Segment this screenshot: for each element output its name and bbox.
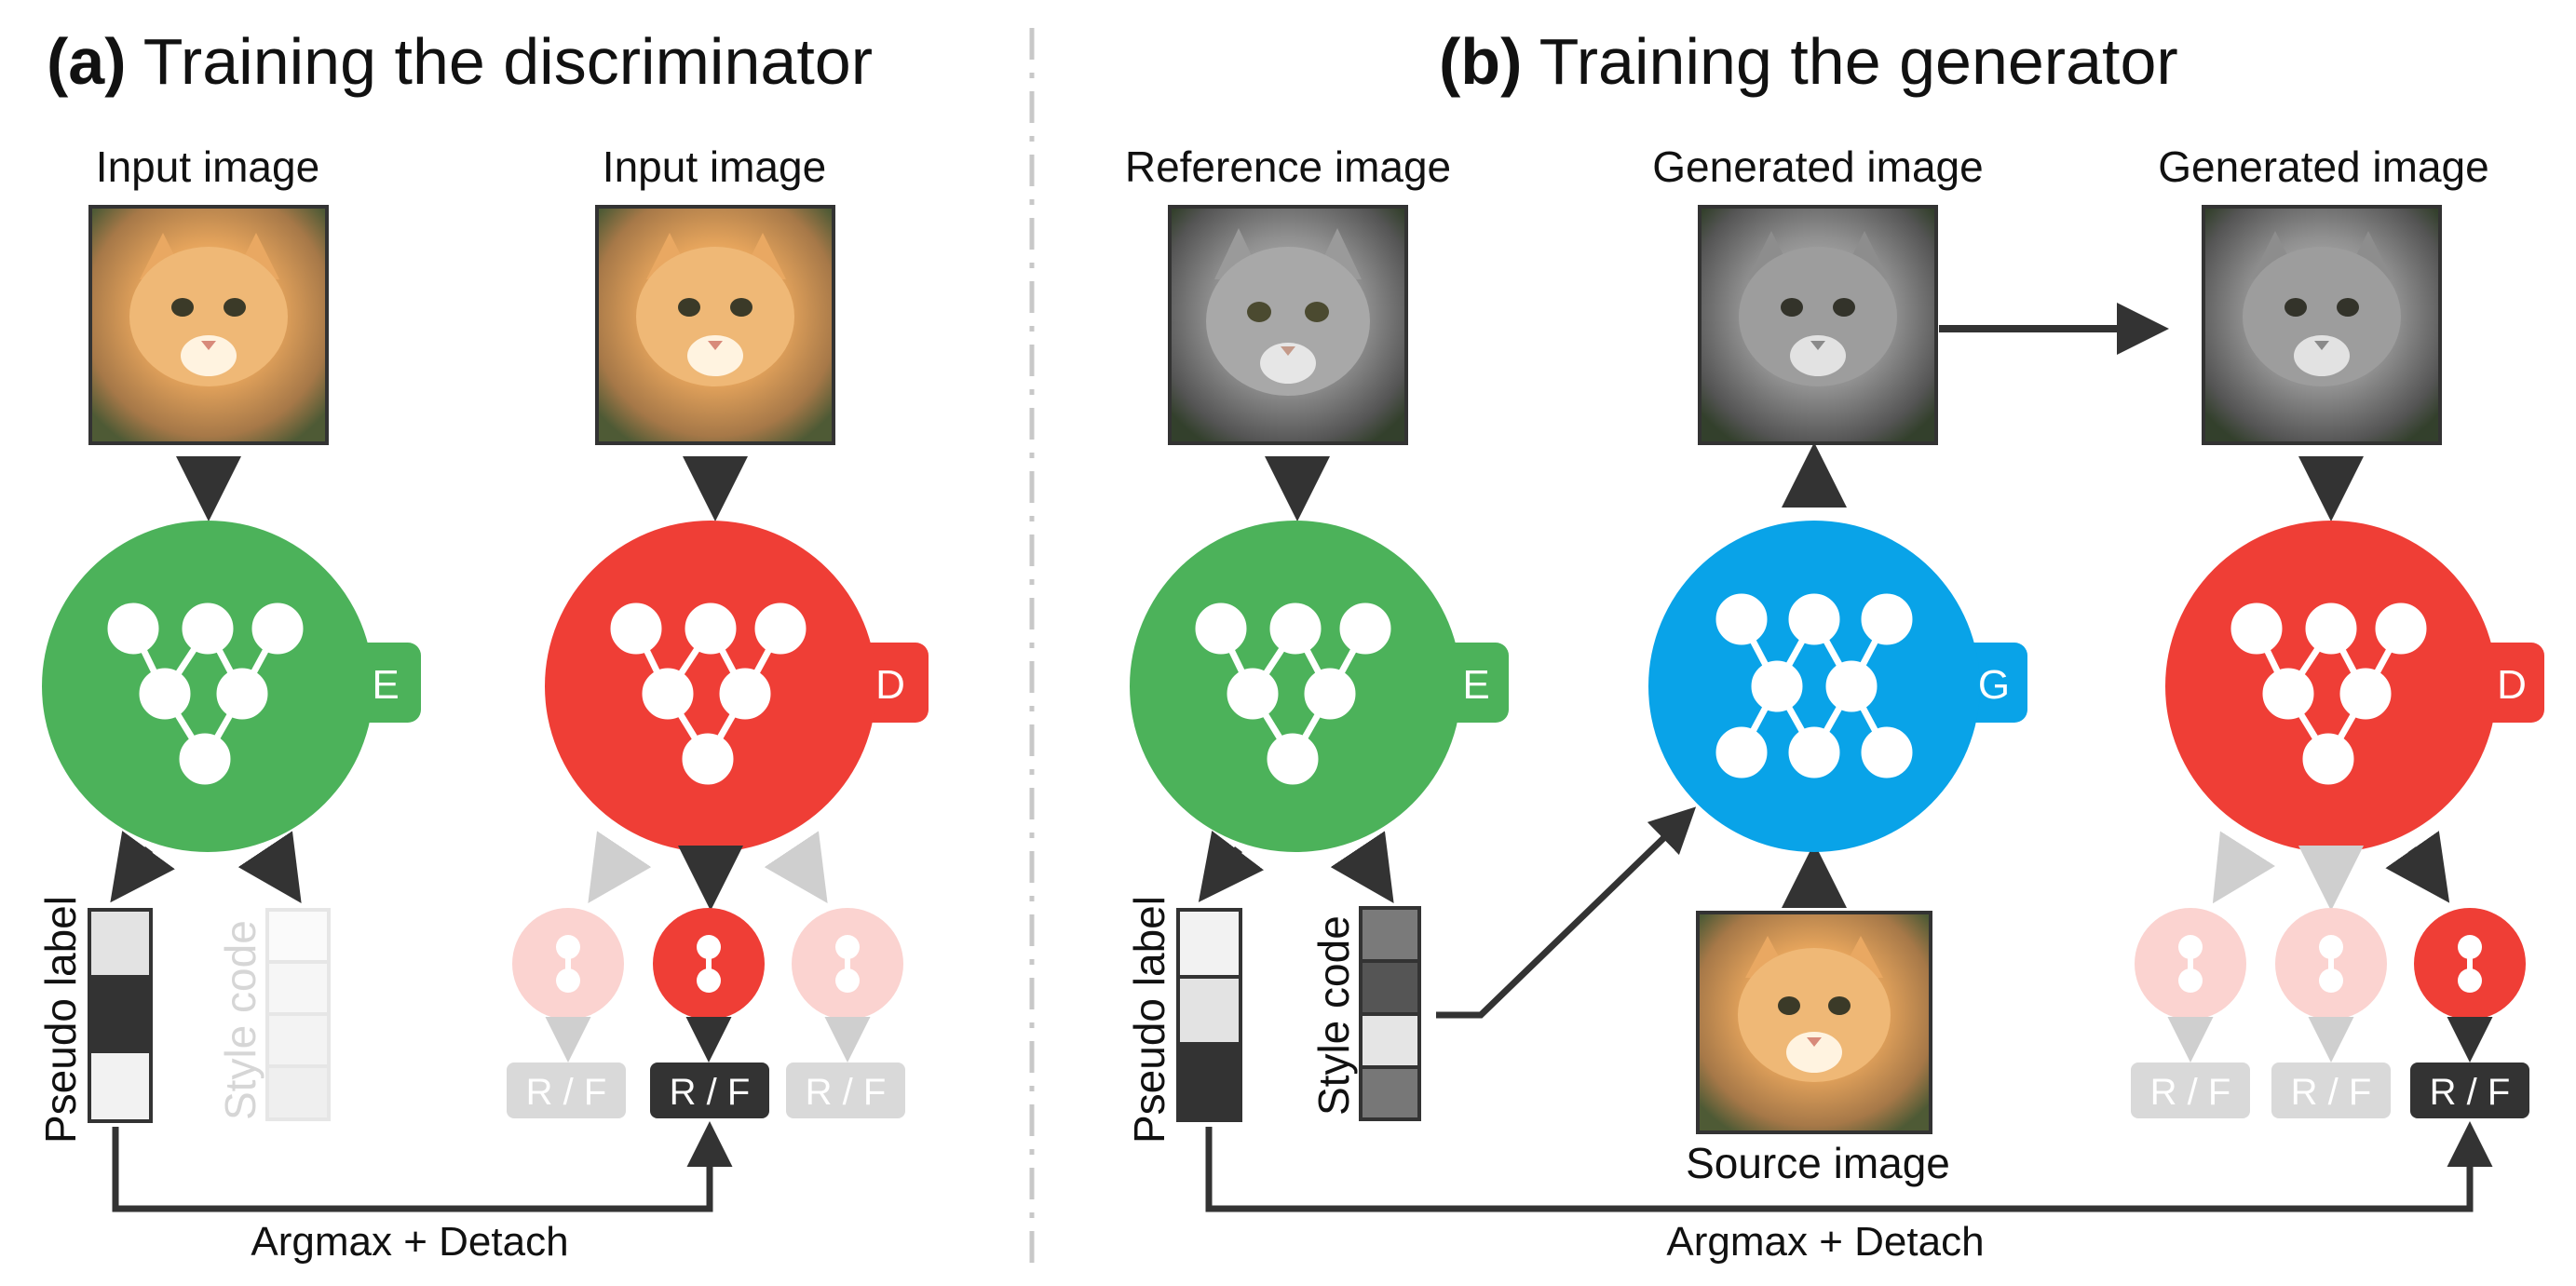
- encoder-network-b: E: [1130, 521, 1509, 852]
- source-image-label: Source image: [1686, 1139, 1950, 1187]
- input-image-label-2: Input image: [602, 142, 827, 191]
- neural-network-icon: [1715, 593, 1913, 778]
- rf-box-left-faded: R / F: [2131, 1063, 2250, 1118]
- generated-image-label-1: Generated image: [1652, 142, 1984, 191]
- arrow-head-left-faded: [2212, 831, 2276, 904]
- panel-a-title-text: Training the discriminator: [142, 25, 874, 98]
- argmax-detach-label-a: Argmax + Detach: [251, 1219, 569, 1265]
- rf-box-center-active: R / F: [650, 1063, 769, 1118]
- arrow-encoder-to-pseudo-label: [110, 831, 175, 903]
- arrow-head-right: [2385, 831, 2450, 903]
- neural-network-icon: [1195, 602, 1391, 785]
- reference-image-label: Reference image: [1124, 142, 1452, 191]
- rf-box-right-faded: R / F: [786, 1063, 905, 1118]
- neural-network-icon: [2230, 602, 2427, 785]
- rf-box-left-faded: R / F: [507, 1063, 626, 1118]
- discriminator-tag: D: [2497, 662, 2527, 708]
- head-right-faded: [792, 908, 903, 1020]
- style-code-label-a: Style code: [216, 920, 264, 1120]
- encoder-tag: E: [372, 662, 399, 708]
- panel-a-tag: (a): [47, 25, 127, 98]
- head-center-faded: [2275, 908, 2387, 1020]
- rf-box-center-faded: R / F: [2271, 1063, 2391, 1118]
- discriminator-network-b: D: [2165, 521, 2544, 852]
- arrow-encoder-to-style-code-b: [1330, 831, 1394, 903]
- generator-network: G: [1648, 521, 2027, 852]
- input-image-2: [595, 205, 835, 445]
- cat-face-icon: [1738, 936, 1891, 1082]
- source-image: [1696, 911, 1932, 1134]
- pseudo-label-label-a: Pseudo label: [36, 896, 85, 1144]
- generated-image-2: [2202, 205, 2442, 445]
- panel-b-title: (b) Training the generator: [1439, 24, 2178, 99]
- rf-label: R / F: [806, 1072, 887, 1113]
- rf-label: R / F: [2150, 1072, 2231, 1113]
- pseudo-label-vector-a: [88, 908, 153, 1123]
- head-right-active: [2414, 908, 2526, 1020]
- pseudo-label-vector-b: [1176, 908, 1242, 1122]
- cat-face-icon: [636, 233, 794, 386]
- arrow-style-code-to-generator: [1436, 806, 1697, 1019]
- rf-label: R / F: [670, 1072, 751, 1113]
- rf-label: R / F: [2291, 1072, 2372, 1113]
- reference-image: [1168, 205, 1408, 445]
- head-center-active: [653, 908, 765, 1020]
- rf-label: R / F: [526, 1072, 607, 1113]
- argmax-connector-b: [1205, 1121, 2493, 1212]
- pseudo-label-label-b: Pseudo label: [1125, 896, 1173, 1144]
- cat-face-icon: [1206, 228, 1370, 396]
- cat-face-icon: [1739, 231, 1897, 386]
- arrow-encoder-to-style-code: [237, 831, 302, 903]
- argmax-detach-label-b: Argmax + Detach: [1666, 1219, 1985, 1265]
- style-code-vector-b: [1359, 906, 1421, 1121]
- encoder-tag: E: [1462, 662, 1489, 708]
- rf-box-right-active: R / F: [2410, 1063, 2529, 1118]
- arrow-head-right-faded: [764, 831, 828, 903]
- cat-face-icon: [129, 233, 288, 386]
- panel-b-title-text: Training the generator: [1539, 25, 2178, 98]
- head-left-faded: [2135, 908, 2246, 1020]
- discriminator-network-a: D: [545, 521, 929, 852]
- generated-image-label-2: Generated image: [2158, 142, 2489, 191]
- cat-face-icon: [2243, 231, 2401, 386]
- encoder-network-a: E: [42, 521, 421, 852]
- input-image-1: [88, 205, 329, 445]
- discriminator-tag: D: [875, 662, 905, 708]
- generator-tag: G: [1978, 662, 2010, 708]
- arrow-encoder-to-pseudo-label-b: [1198, 830, 1265, 902]
- arrow-head-left-faded: [588, 831, 652, 903]
- style-code-label-b: Style code: [1309, 915, 1358, 1116]
- neural-network-icon: [610, 602, 807, 785]
- panel-a-title: (a) Training the discriminator: [47, 24, 873, 99]
- style-code-vector-a-faded: [265, 908, 331, 1121]
- input-image-label-1: Input image: [95, 142, 320, 191]
- rf-label: R / F: [2430, 1072, 2511, 1113]
- panel-b-tag: (b): [1439, 25, 1523, 98]
- generated-image-1: [1698, 205, 1938, 445]
- head-left-faded: [512, 908, 624, 1020]
- argmax-connector-a: [112, 1121, 733, 1212]
- neural-network-icon: [107, 602, 304, 785]
